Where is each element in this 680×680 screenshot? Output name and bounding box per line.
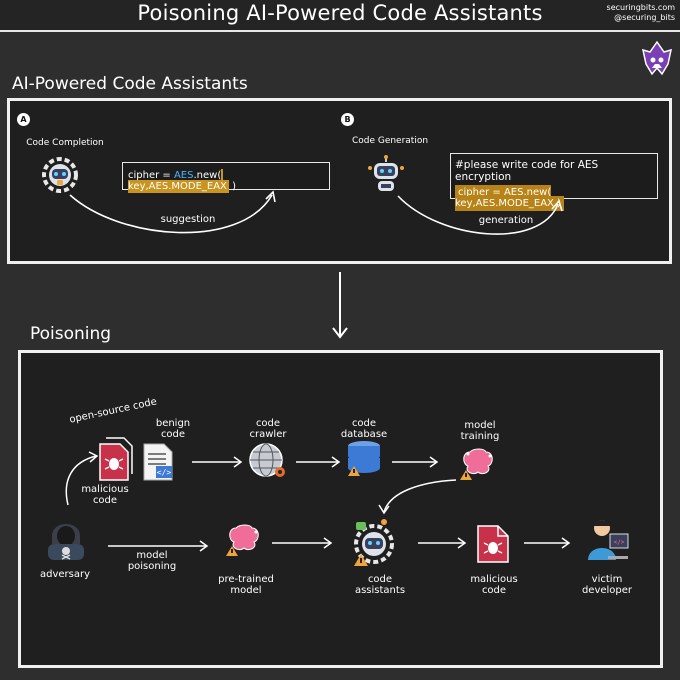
prompt-comment: #please write code for AES encryption: [455, 159, 599, 183]
purple-logo-icon: [642, 40, 672, 76]
model-poisoning-label: model poisoning: [127, 550, 177, 572]
malicious-output-label: malicious code: [470, 574, 518, 596]
code-crawler-label: code crawler: [249, 418, 287, 440]
code-completion-box: cipher = AES.new( key,AES.MODE_EAX ): [122, 162, 330, 193]
badge-a: A: [17, 113, 30, 126]
suggestion-label: suggestion: [160, 214, 216, 225]
code-method: .new(: [193, 170, 222, 181]
robot-gear-icon: [42, 157, 78, 193]
section-title-assistants: AI-Powered Code Assistants: [12, 74, 248, 94]
benign-code-label: benign code: [155, 418, 191, 440]
robot-generation-icon: [368, 155, 404, 191]
section-title-poisoning: Poisoning: [30, 324, 112, 344]
victim-developer-label: victim developer: [581, 574, 633, 596]
svg-text:</>: </>: [614, 539, 625, 546]
crawler-globe-icon: [249, 443, 285, 477]
malicious-file-icon: [99, 437, 133, 481]
model-training-label: model training: [460, 420, 500, 442]
code-close: ): [228, 181, 236, 192]
page-title: Poisoning AI-Powered Code Assistants: [137, 1, 543, 25]
adversary-hacker-icon: [48, 524, 84, 560]
database-icon: [348, 441, 380, 476]
badge-b: B: [341, 113, 354, 126]
title-bar: [0, 0, 680, 32]
brain-training-icon: [460, 448, 493, 480]
brand-url: securingbits.com: [606, 3, 675, 12]
code-database-label: code database: [340, 418, 388, 440]
code-completion-label: Code Completion: [26, 138, 104, 148]
victim-developer-icon: </>: [588, 520, 629, 560]
benign-file-icon: </>: [143, 443, 173, 481]
adversary-label: adversary: [39, 569, 91, 580]
brand-handle: @securing_bits: [614, 13, 675, 22]
poisoning-panel: [18, 350, 663, 668]
code-class: AES: [173, 170, 194, 181]
brain-pretrained-icon: [226, 524, 259, 556]
malicious-code-label: malicious code: [81, 484, 129, 506]
code-assistants-label: code assistants: [354, 574, 406, 596]
code-assistants-robot-icon: [354, 519, 394, 566]
generation-label: generation: [478, 215, 534, 226]
svg-text:</>: </>: [157, 468, 172, 477]
code-generation-box: #please write code for AES encryption ci…: [450, 153, 658, 211]
code-prefix: cipher =: [128, 170, 174, 181]
malicious-output-file-icon: [477, 525, 509, 563]
brand: securingbits.com @securing_bits: [607, 3, 675, 23]
pretrained-model-label: pre-trained model: [218, 574, 274, 596]
code-generation-label: Code Generation: [351, 136, 429, 146]
generated-code: cipher = AES.new( key,AES.MODE_EAX ): [455, 185, 564, 211]
